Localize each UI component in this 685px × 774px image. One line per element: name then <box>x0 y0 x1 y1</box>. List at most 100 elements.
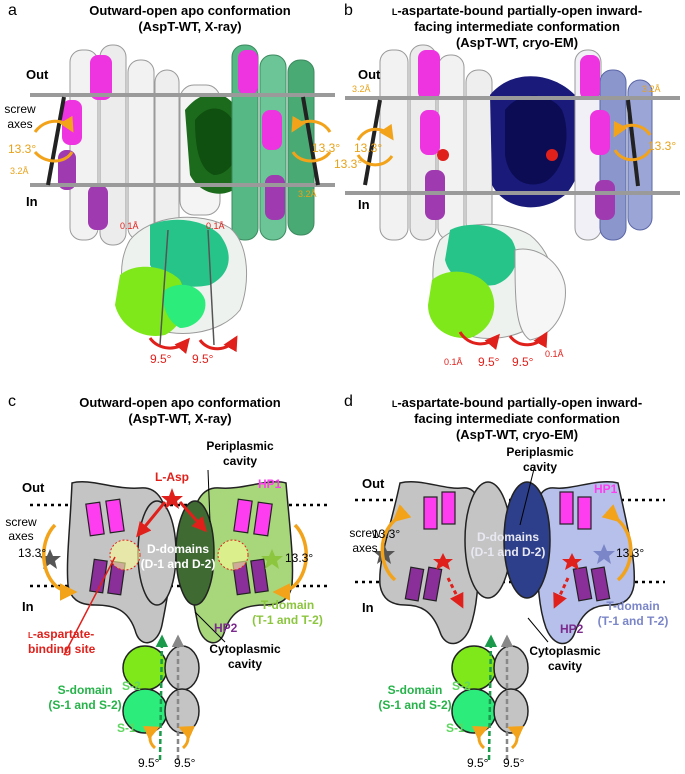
panel-d-t-domain-line1: T-domain <box>606 599 660 613</box>
panel-a-letter: a <box>8 2 17 19</box>
panel-a-screw-label-line2: axes <box>7 117 33 131</box>
panel-a-out-label: Out <box>26 67 49 82</box>
panel-d-d-domains-line1: D-domains <box>476 530 539 544</box>
panel-b-res-red-left: 0.1Å <box>444 357 463 367</box>
panel-b-in-label: In <box>358 197 370 212</box>
panel-a-in-label: In <box>26 194 38 209</box>
panel-a-title-line1: Outward-open apo conformation <box>89 3 291 18</box>
panel-d-s2: S-2 <box>452 679 471 693</box>
rotation-arrow-bottom-right <box>198 335 238 353</box>
panel-a-right-helices <box>231 44 315 241</box>
panel-c-out-label: Out <box>22 480 45 495</box>
panel-c-angle-bottom-left: 9.5° <box>138 756 160 770</box>
panel-d-title-line1: l-aspartate-bound partially-open inward- <box>362 395 672 410</box>
panel-c-t-domain-line1: T-domain <box>260 598 315 612</box>
panel-b-angle-left-a: 13.3° <box>354 141 383 155</box>
panel-d-cyto-line2: cavity <box>547 659 583 673</box>
panel-c-angle-bottom-right: 9.5° <box>174 756 196 770</box>
panel-c-s1: S-1 <box>117 721 136 735</box>
panel-c-angle-right: 13.3° <box>285 551 314 565</box>
panel-d-out-label: Out <box>362 476 385 491</box>
panel-a-screw-label-line1: screw <box>4 102 36 116</box>
panel-a-res-red-right: 0.1Å <box>206 221 225 231</box>
panel-c-title-line2: (AspT-WT, X-ray) <box>128 411 232 426</box>
panel-d-screw-line1: screw <box>349 526 381 540</box>
panel-d-s1: S-1 <box>446 721 465 735</box>
panel-a-angle-bottom-left: 9.5° <box>150 352 172 366</box>
panel-c-binding-line1: l-aspartate- <box>28 627 95 641</box>
screw-axis-left <box>363 99 382 186</box>
panel-d-periplasmic-line1: Periplasmic <box>506 445 574 459</box>
panel-d-cyto-line1: Cytoplasmic <box>529 644 601 658</box>
screw-axis-right <box>626 99 640 187</box>
panel-c-d-domains-line1: D-domains <box>146 542 209 556</box>
panel-b-angle-bottom-left: 9.5° <box>478 355 500 369</box>
panel-c-s-domain-line1: S-domain <box>57 683 113 697</box>
panel-c-t-domain-line2: (T-1 and T-2) <box>252 613 323 627</box>
panel-b-membrane <box>345 96 680 351</box>
panel-d-title-line1-text: -aspartate-bound partially-open inward- <box>397 395 643 410</box>
panel-d-angle-bottom-left: 9.5° <box>467 756 489 770</box>
panel-c-angle-left: 13.3° <box>18 546 47 560</box>
panel-d-letter: d <box>344 393 353 410</box>
panel-b-title-line1: l-aspartate-bound partially-open inward- <box>362 3 672 18</box>
screw-star-right <box>261 549 283 569</box>
panel-c-title-line1: Outward-open apo conformation <box>79 395 281 410</box>
rotation-arrow-left <box>33 115 74 133</box>
panel-d-title-line2: facing intermediate conformation <box>414 411 620 426</box>
panel-d-title-line3: (AspT-WT, cryo-EM) <box>455 427 579 442</box>
panel-a-res-red-left: 0.1Å <box>120 221 139 231</box>
panel-d-schematic <box>355 464 665 761</box>
panel-a-angle-left: 13.3° <box>8 142 37 156</box>
panel-d-hp2: HP2 <box>560 622 584 636</box>
panel-b-angle-bottom-right: 9.5° <box>512 355 534 369</box>
rotation-arrow-right <box>291 115 332 133</box>
panel-b-letter: b <box>344 2 353 19</box>
panel-c-screw-line1: screw <box>5 515 37 529</box>
panel-b-title-smallcap: l <box>391 3 398 18</box>
panel-d-s-domain-line1: S-domain <box>387 683 443 697</box>
panel-b-title-line2: facing intermediate conformation <box>414 19 620 34</box>
panel-c-binding-line1-text: -aspartate- <box>32 627 95 641</box>
panel-b-res-left: 3.2Å <box>352 84 371 94</box>
panel-b-left-helices <box>379 44 493 241</box>
panel-c-periplasmic-line1: Periplasmic <box>206 439 274 453</box>
panel-c-s2: S-2 <box>122 679 141 693</box>
rotation-arrow-bottom-left <box>148 337 190 355</box>
panel-b-cytoplasmic-domain <box>428 223 566 341</box>
panel-c-in-label: In <box>22 599 34 614</box>
panel-a-left-helices <box>58 44 180 246</box>
panel-c-periplasmic-line2: cavity <box>222 454 258 468</box>
panel-d-title-smallcap: l <box>391 395 398 410</box>
panel-c-hp2: HP2 <box>214 621 238 635</box>
panel-b-res-red-right: 0.1Å <box>545 349 564 359</box>
panel-d-d-domains-line2: (D-1 and D-2) <box>470 545 546 559</box>
panel-c-binding-line2: binding site <box>28 642 96 656</box>
panel-b-title-line3: (AspT-WT, cryo-EM) <box>455 35 579 50</box>
panel-c-hp1: HP1 <box>258 477 282 491</box>
panel-d-angle-bottom-right: 9.5° <box>503 756 525 770</box>
panel-d-in-label: In <box>362 600 374 615</box>
screw-axis-right <box>301 96 320 186</box>
panel-d-periplasmic-line2: cavity <box>522 460 558 474</box>
panel-b-title-line1-text: -aspartate-bound partially-open inward- <box>397 3 643 18</box>
panel-c-screw-line2: axes <box>8 529 34 543</box>
panel-a-title-line2: (AspT-WT, X-ray) <box>138 19 242 34</box>
screw-axis-left <box>46 96 66 186</box>
panel-a-cytoplasmic-domain <box>115 216 248 336</box>
d-domain-right <box>503 481 551 599</box>
panel-c-schematic <box>30 469 330 761</box>
panel-a-angle-bottom-right: 9.5° <box>192 352 214 366</box>
panel-b-out-label: Out <box>358 67 381 82</box>
panel-c-l-asp: L-Asp <box>155 470 189 484</box>
panel-a-structure <box>58 44 315 336</box>
panel-b-center <box>490 76 585 208</box>
panel-b-res-right: 3.2Å <box>642 84 661 94</box>
panel-b-angle-right: 13.3° <box>648 139 677 153</box>
panel-b-angle-left-b: 13.3° <box>334 157 363 171</box>
panel-d-t-domain-line2: (T-1 and T-2) <box>597 614 669 628</box>
panel-a-res-left: 3.2Å <box>10 166 29 176</box>
panel-d-screw-line2: axes <box>352 541 378 555</box>
panel-c-s-domain-line2: (S-1 and S-2) <box>48 698 122 712</box>
panel-d-angle-left: 13.3° <box>372 527 401 541</box>
